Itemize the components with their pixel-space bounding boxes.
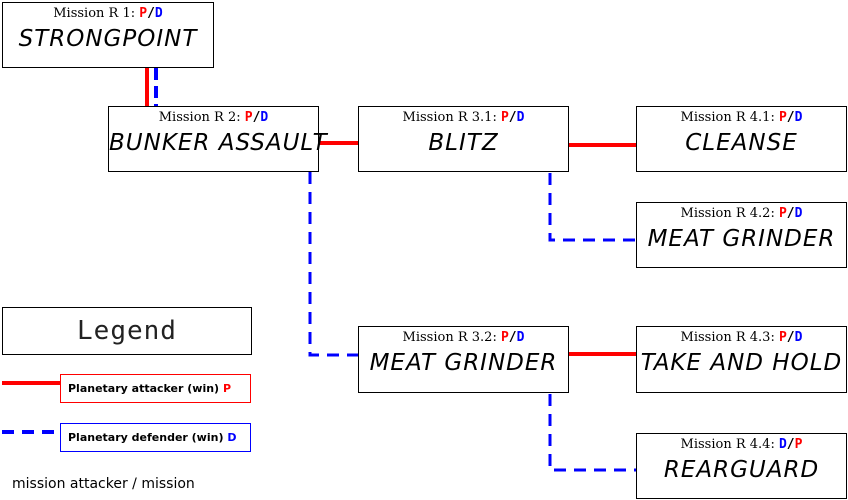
edge-r2-r32-defender (308, 172, 358, 357)
mission-first-letter: P (778, 110, 787, 125)
mission-header: Mission R 4.1: P/D (637, 110, 846, 125)
mission-name: STRONGPOINT (18, 26, 198, 52)
mission-separator: / (147, 6, 155, 21)
mission-separator: / (786, 330, 795, 345)
mission-header: Mission R 3.1: P/D (359, 110, 568, 125)
mission-box-r42: Mission R 4.2: P/D MEAT GRINDER (636, 202, 847, 268)
mission-box-r32: Mission R 3.2: P/D MEAT GRINDER (358, 326, 569, 393)
mission-box-r31: Mission R 3.1: P/D BLITZ (358, 106, 569, 172)
edge-r32-r44-defender (548, 394, 636, 472)
mission-name: MEAT GRINDER (369, 350, 558, 376)
mission-box-r2: Mission R 2: P/D BUNKER ASSAULT (108, 106, 328, 172)
mission-header: Mission R 4.2: P/D (637, 206, 846, 221)
mission-name: BLITZ (428, 130, 499, 156)
mission-name: TAKE AND HOLD (640, 350, 843, 376)
mission-label: Mission R 1: (53, 6, 136, 21)
legend-attacker-label: Planetary attacker (win) P (60, 374, 251, 403)
mission-label: Mission R 4.1: (680, 110, 775, 125)
mission-separator: / (508, 110, 517, 125)
mission-separator: / (252, 110, 261, 125)
legend-box: Legend (2, 307, 252, 355)
mission-label: Mission R 4.4: (680, 437, 775, 452)
legend-attacker-letter: P (222, 382, 231, 395)
legend-defender-text: Planetary defender (win) (68, 431, 224, 444)
mission-first-letter: P (500, 330, 509, 345)
mission-header: Mission R 1: P/D (3, 6, 213, 21)
legend-defender-letter: D (227, 431, 237, 444)
mission-second-letter: D (260, 110, 269, 125)
mission-header: Mission R 4.4: D/P (637, 437, 846, 452)
edge-r31-r42-defender (548, 173, 636, 242)
mission-second-letter: D (516, 110, 525, 125)
mission-separator: / (786, 437, 795, 452)
mission-separator: / (786, 110, 795, 125)
mission-first-letter: P (778, 330, 787, 345)
mission-box-r1: Mission R 1: P/D STRONGPOINT (2, 2, 214, 68)
mission-label: Mission R 2: (158, 110, 241, 125)
mission-header: Mission R 2: P/D (109, 110, 318, 125)
mission-first-letter: P (244, 110, 253, 125)
mission-first-letter: D (778, 437, 787, 452)
legend-defender-label: Planetary defender (win) D (60, 423, 251, 452)
legend-title: Legend (77, 316, 177, 346)
mission-second-letter: D (794, 330, 803, 345)
mission-second-letter: D (516, 330, 525, 345)
mission-label: Mission R 4.3: (680, 330, 775, 345)
mission-box-r44: Mission R 4.4: D/P REARGUARD (636, 433, 847, 499)
legend-attacker-text: Planetary attacker (win) (68, 382, 220, 395)
mission-box-r41: Mission R 4.1: P/D CLEANSE (636, 106, 847, 172)
mission-first-letter: P (500, 110, 509, 125)
mission-separator: / (786, 206, 795, 221)
mission-label: Mission R 3.1: (402, 110, 497, 125)
mission-name: CLEANSE (685, 130, 798, 156)
mission-name: MEAT GRINDER (647, 226, 836, 252)
mission-second-letter: D (794, 206, 803, 221)
mission-name: REARGUARD (663, 457, 820, 483)
footer-note: mission attacker / mission (12, 476, 195, 492)
mission-second-letter: D (154, 6, 163, 21)
mission-name: BUNKER ASSAULT (109, 130, 328, 156)
mission-second-letter: D (794, 110, 803, 125)
mission-header: Mission R 4.3: P/D (637, 330, 846, 345)
mission-second-letter: P (794, 437, 803, 452)
mission-label: Mission R 4.2: (680, 206, 775, 221)
mission-label: Mission R 3.2: (402, 330, 497, 345)
mission-first-letter: P (778, 206, 787, 221)
mission-header: Mission R 3.2: P/D (359, 330, 568, 345)
mission-first-letter: P (139, 6, 148, 21)
mission-separator: / (508, 330, 517, 345)
mission-box-r43: Mission R 4.3: P/D TAKE AND HOLD (636, 326, 847, 393)
